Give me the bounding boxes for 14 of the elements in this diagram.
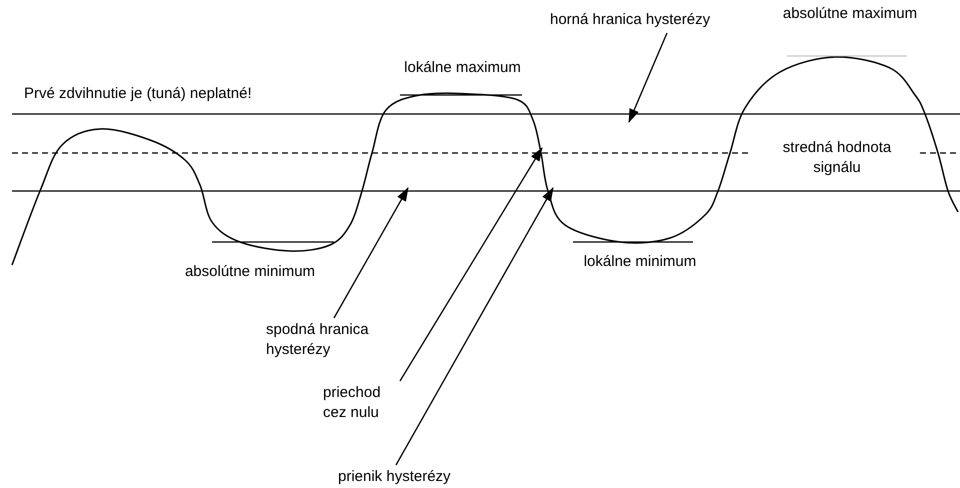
note-text: Prvé zdvihnutie je (tuná) neplatné! (24, 84, 253, 104)
mean-value-label: stredná hodnota signálu (782, 138, 892, 178)
extremum-label: lokálne maximum (403, 58, 522, 78)
extremum-label: lokálne minimum (582, 252, 698, 272)
leader-arrow (399, 147, 543, 382)
leader-arrow (333, 187, 409, 318)
annotation-text: prienik hysterézy (338, 467, 452, 487)
annotation-text: horná hranica hysterézy (550, 10, 712, 30)
leader-arrow (628, 32, 668, 123)
extremum-label: absolútne maximum (782, 4, 918, 24)
annotation-text: priechod cez nulu (323, 383, 382, 423)
leader-arrow (395, 187, 554, 466)
extremum-label: absolútne minimum (184, 262, 316, 282)
annotation-text: spodná hranica hysterézy (266, 320, 370, 360)
